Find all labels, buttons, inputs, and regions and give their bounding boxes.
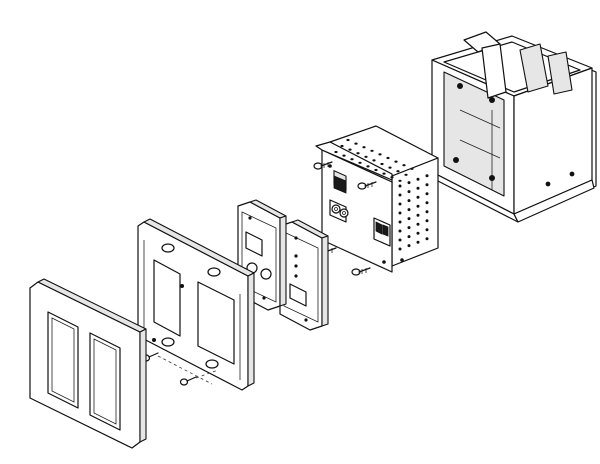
vent-hole: [396, 170, 400, 173]
vent-hole: [407, 226, 411, 230]
vent-hole: [416, 240, 420, 244]
vent-hole: [398, 229, 402, 233]
vent-hole: [425, 219, 429, 223]
vent-hole: [398, 211, 402, 215]
vent-hole: [394, 160, 398, 163]
vent-hole: [416, 213, 420, 217]
vent-hole: [407, 190, 411, 194]
vent-hole: [398, 247, 402, 251]
vent-hole: [386, 156, 390, 160]
vent-hole: [398, 220, 402, 224]
screw-icon: [351, 267, 371, 276]
two-gang-cover-plate: [29, 278, 147, 449]
vent-hole: [342, 154, 346, 157]
vent-hole: [358, 161, 362, 164]
screw-icon: [357, 181, 377, 190]
screw-icon: [313, 161, 333, 170]
electrical-back-box: [431, 31, 597, 223]
vent-hole: [425, 210, 429, 214]
vent-hole: [416, 204, 420, 208]
vent-hole: [425, 201, 429, 205]
vent-hole: [372, 159, 376, 162]
vent-hole: [407, 208, 411, 212]
vent-hole: [398, 179, 402, 182]
vent-hole: [340, 144, 344, 148]
transmitter-unit: [315, 125, 439, 273]
vent-hole: [425, 228, 429, 232]
vent-hole: [398, 184, 402, 188]
vent-hole: [407, 199, 411, 203]
vent-hole: [407, 235, 411, 239]
vent-hole: [354, 142, 358, 145]
vent-hole: [410, 167, 414, 170]
vent-hole: [416, 186, 420, 190]
vent-hole: [416, 231, 420, 235]
vent-hole: [378, 153, 382, 156]
vent-hole: [356, 152, 360, 155]
vent-hole: [416, 222, 420, 226]
vent-hole: [407, 181, 411, 185]
vent-hole: [348, 148, 352, 151]
vent-hole: [362, 146, 366, 149]
vent-hole: [398, 202, 402, 206]
vent-hole: [370, 149, 374, 152]
vent-hole: [425, 183, 429, 187]
vent-hole: [407, 217, 411, 221]
vent-hole: [425, 174, 429, 178]
vent-hole: [364, 155, 368, 158]
vent-hole: [416, 195, 420, 199]
front-panel-insert: [237, 199, 287, 311]
vent-hole: [402, 164, 406, 167]
vent-hole: [366, 165, 370, 168]
vent-hole: [398, 238, 402, 242]
vent-hole: [404, 173, 408, 176]
vent-hole: [380, 162, 384, 166]
vent-hole: [334, 150, 338, 154]
vent-hole: [350, 158, 354, 161]
vent-hole: [416, 177, 420, 181]
vent-hole: [425, 237, 429, 241]
vent-hole: [398, 193, 402, 197]
vent-hole: [390, 176, 394, 179]
vent-hole: [388, 166, 392, 169]
two-gang-mounting-frame: [137, 218, 255, 391]
screw-icon: [179, 376, 197, 386]
vent-hole: [346, 138, 350, 142]
vent-hole: [425, 192, 429, 196]
decorator-insert: [279, 219, 329, 331]
vent-hole: [382, 172, 386, 175]
vent-hole: [374, 168, 378, 172]
vent-hole: [407, 244, 411, 248]
